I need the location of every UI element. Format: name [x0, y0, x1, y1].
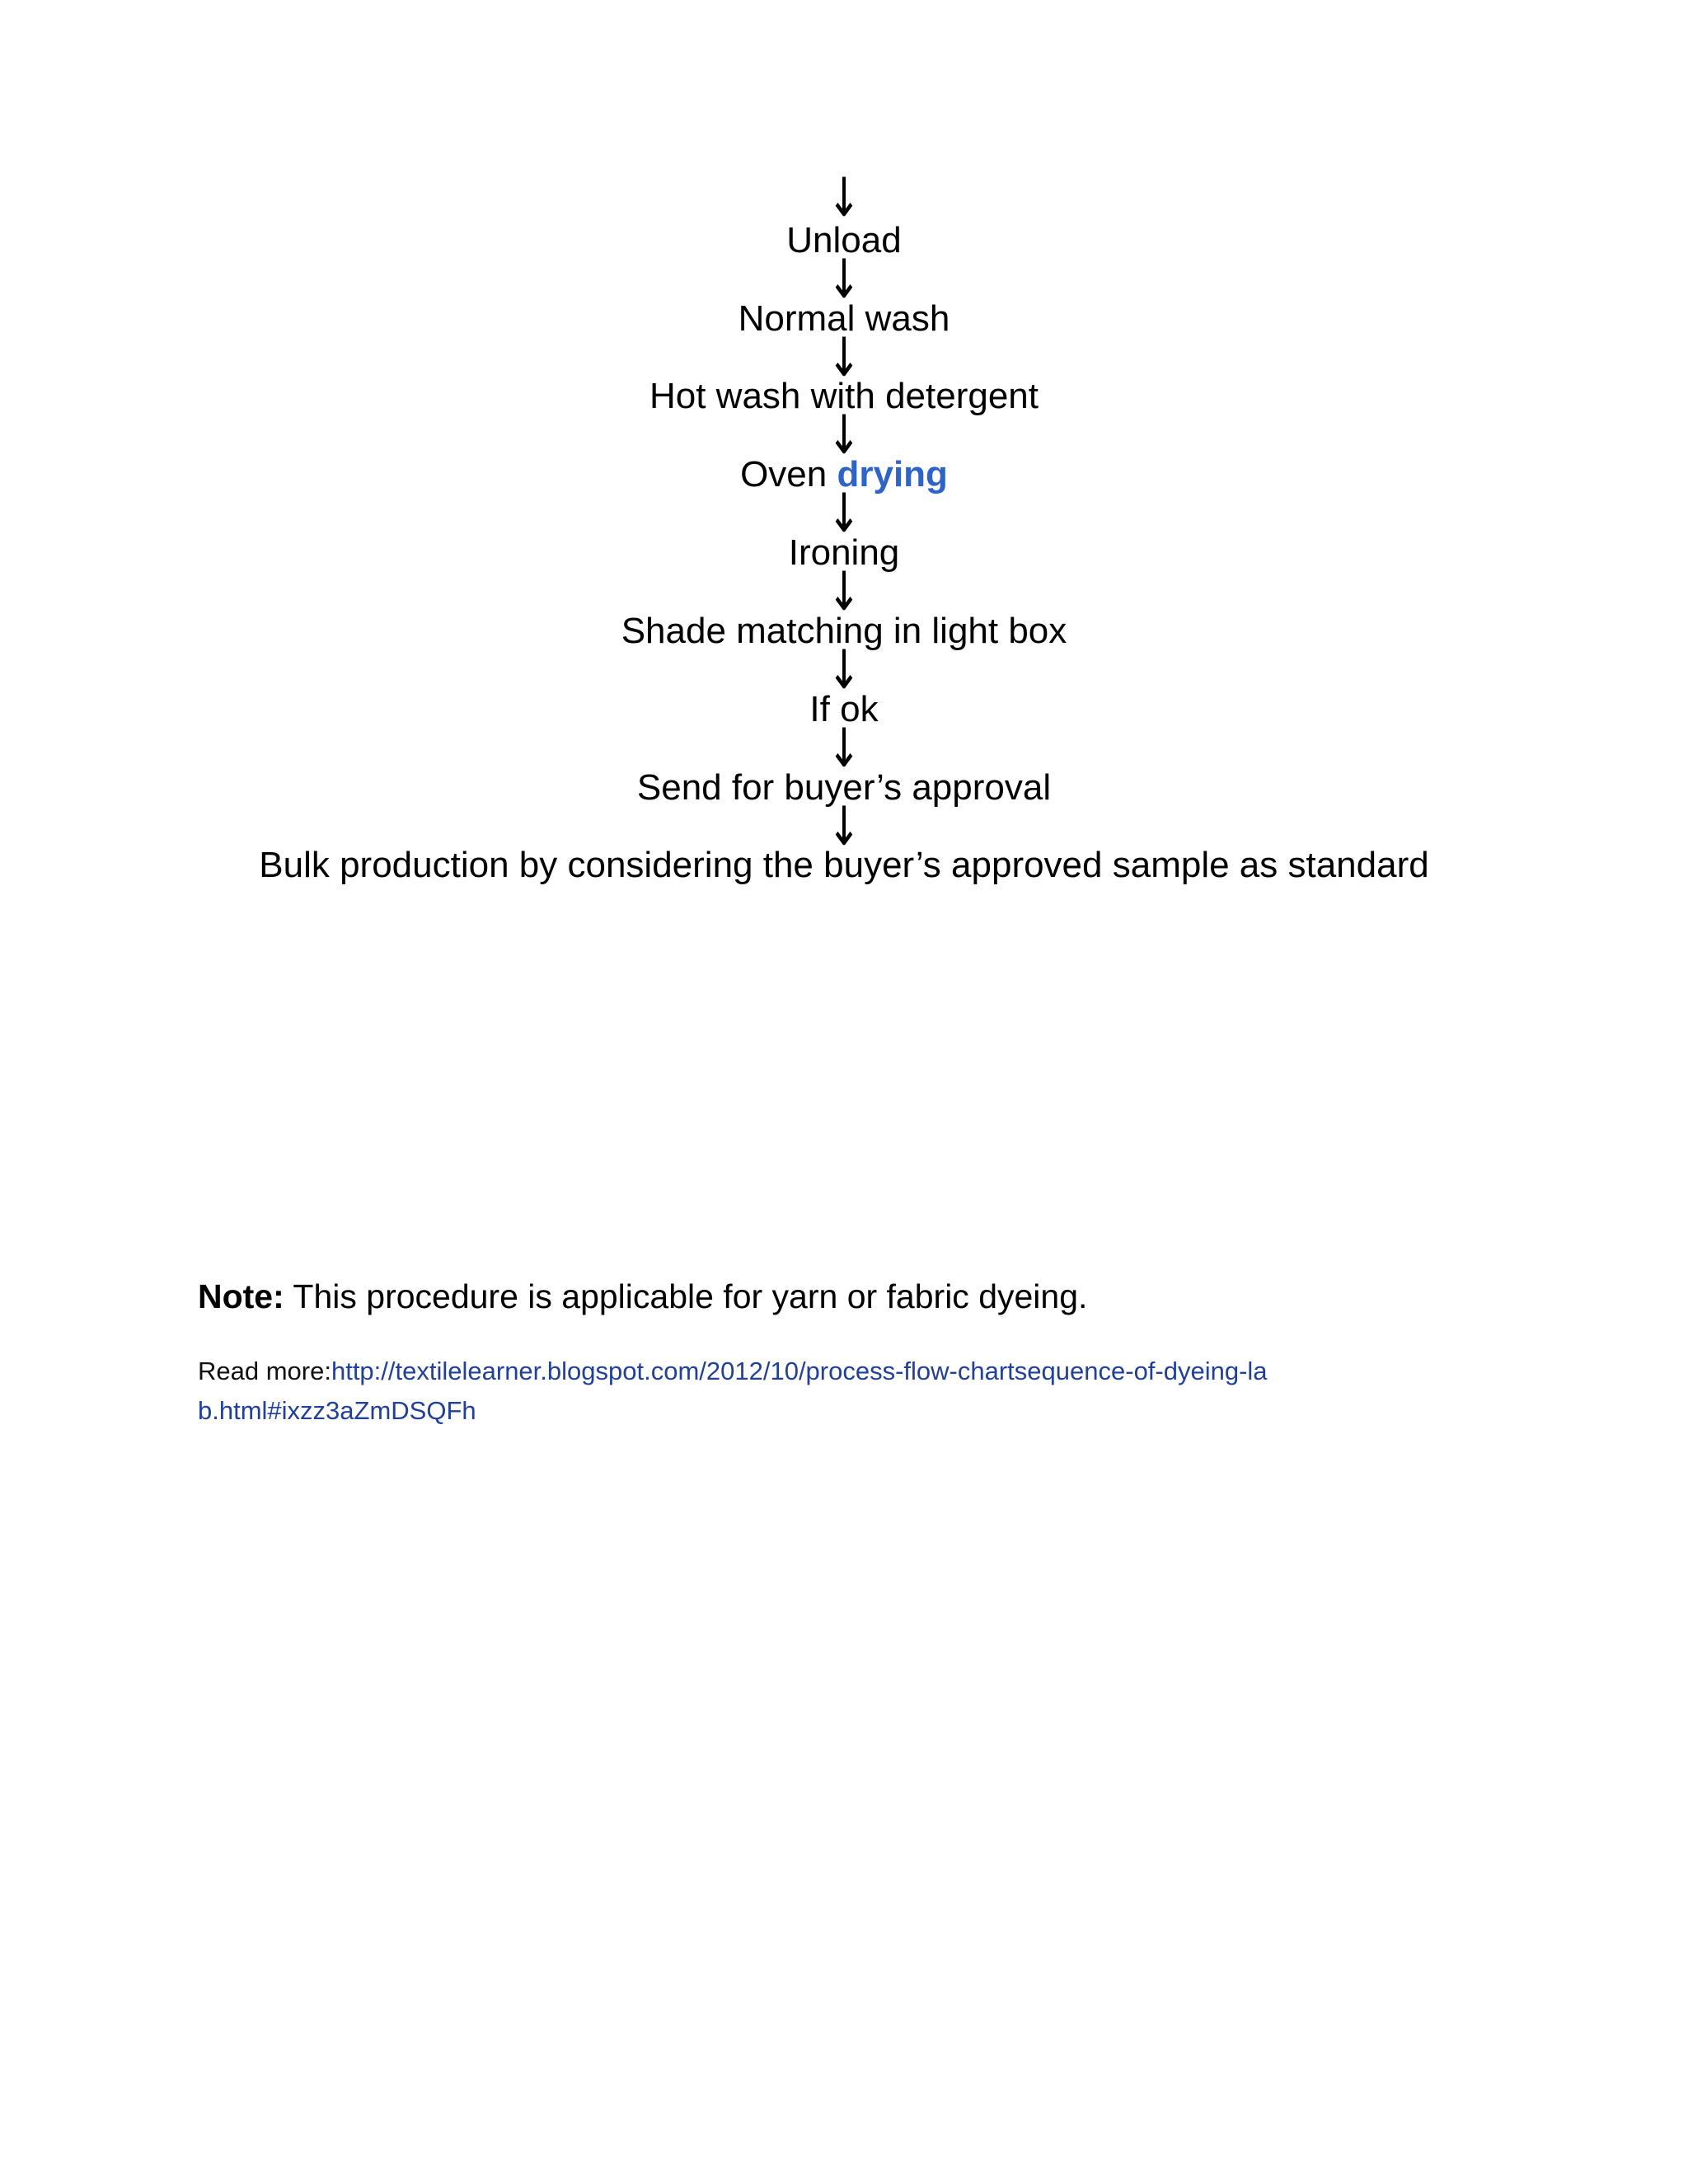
- flow-step-hot-wash-with-detergent: Hot wash with detergent: [649, 376, 1039, 417]
- dyeing-process-flowchart: ↓ Unload ↓ Normal wash ↓ Hot wash with d…: [0, 166, 1688, 886]
- note-paragraph: Note: This procedure is applicable for y…: [198, 1277, 1087, 1317]
- note-prefix: Note:: [198, 1277, 284, 1315]
- flow-step-unload: Unload: [786, 219, 902, 260]
- flow-arrow-icon: ↓: [827, 325, 861, 389]
- flow-arrow-icon: ↓: [827, 794, 861, 858]
- flow-arrow-icon: ↓: [827, 166, 861, 229]
- flow-arrow-icon: ↓: [827, 481, 861, 546]
- flow-step-oven-drying: Oven drying: [0, 457, 1688, 493]
- flow-arrow-icon: ↓: [827, 638, 861, 701]
- flow-arrow-icon: ↓: [827, 403, 861, 467]
- flow-step-send-for-buyers-approval: Send for buyer’s approval: [636, 766, 1052, 808]
- note-text: This procedure is applicable for yarn or…: [284, 1277, 1088, 1315]
- flow-step-if-ok: If ok: [809, 688, 879, 729]
- flow-step-oven-drying-text: Oven: [740, 454, 837, 495]
- read-more-paragraph: Read more:http://textilelearner.blogspot…: [198, 1352, 1269, 1431]
- flow-step-normal-wash: Normal wash: [738, 298, 950, 339]
- flow-step-bulk-production: Bulk production by considering the buyer…: [259, 845, 1429, 886]
- read-more-url-link[interactable]: http://textilelearner.blogspot.com/2012/…: [198, 1357, 1268, 1426]
- flow-arrow-icon: ↓: [827, 715, 861, 780]
- read-more-label: Read more:: [198, 1357, 331, 1385]
- flow-step-shade-matching-in-light-box: Shade matching in light box: [621, 610, 1067, 651]
- flow-step-ironing: Ironing: [788, 532, 900, 574]
- drying-link[interactable]: drying: [837, 454, 948, 495]
- flow-arrow-icon: ↓: [827, 560, 861, 623]
- flow-arrow-icon: ↓: [827, 246, 861, 311]
